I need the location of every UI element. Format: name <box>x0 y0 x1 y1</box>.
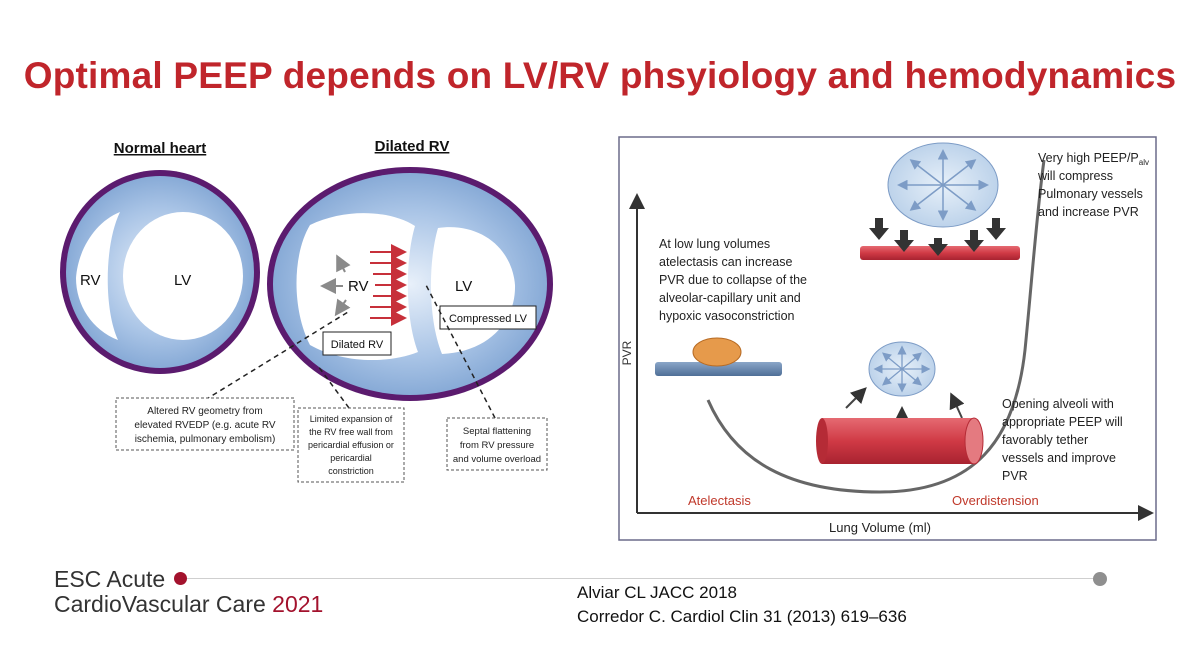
note-septal-line-2: from RV pressure <box>460 440 534 451</box>
conference-name-line-2: CardioVascular Care 2021 <box>54 591 323 618</box>
note-expansion-line-1: Limited expansion of <box>310 414 393 424</box>
normal-lv-label: LV <box>174 272 191 289</box>
footer-rule <box>186 578 1098 579</box>
reference-2: Corredor C. Cardiol Clin 31 (2013) 619–6… <box>577 607 907 626</box>
conference-name-line-1: ESC Acute <box>54 566 166 592</box>
box-dilated-rv-text: Dilated RV <box>331 339 384 351</box>
normal-heart-illustration: RV LV <box>60 170 260 374</box>
dilated-rv-label: RV <box>348 278 369 295</box>
note-expansion-line-2: the RV free wall from <box>309 427 393 437</box>
conference-year: 2021 <box>272 591 324 617</box>
box-compressed-lv <box>439 305 537 330</box>
note-expansion-box <box>297 407 405 483</box>
note-expansion-line-3: pericardial effusion or <box>308 440 394 450</box>
note-expansion-line-5: constriction <box>328 466 374 476</box>
dilated-rv-heading: Dilated RV <box>375 138 450 155</box>
conference-name: CardioVascular Care <box>54 591 266 617</box>
note-geometry-box <box>115 397 295 451</box>
slide-title: Optimal PEEP depends on LV/RV phsyiology… <box>23 55 1177 96</box>
note-septal-line-3: and volume overload <box>453 454 541 465</box>
box-dilated-rv <box>322 331 392 356</box>
note-septal-line-1: Septal flattening <box>463 426 531 437</box>
note-expansion-line-4: pericardial <box>330 453 372 463</box>
normal-rv-label: RV <box>80 272 101 289</box>
footer-dot-right <box>1093 572 1107 586</box>
note-geometry-line-3: ischemia, pulmonary embolism) <box>135 434 276 445</box>
note-septal-box <box>446 417 548 471</box>
reference-1: Alviar CL JACC 2018 <box>577 583 737 602</box>
dilated-heart-illustration: RV LV <box>267 167 553 401</box>
footer-dot-left <box>174 572 187 585</box>
box-compressed-lv-text: Compressed LV <box>449 313 528 325</box>
normal-heart-heading: Normal heart <box>114 140 207 157</box>
note-geometry-line-1: Altered RV geometry from <box>147 406 262 417</box>
note-geometry-line-2: elevated RVEDP (e.g. acute RV <box>134 420 276 431</box>
dilated-lv-label: LV <box>455 278 472 295</box>
